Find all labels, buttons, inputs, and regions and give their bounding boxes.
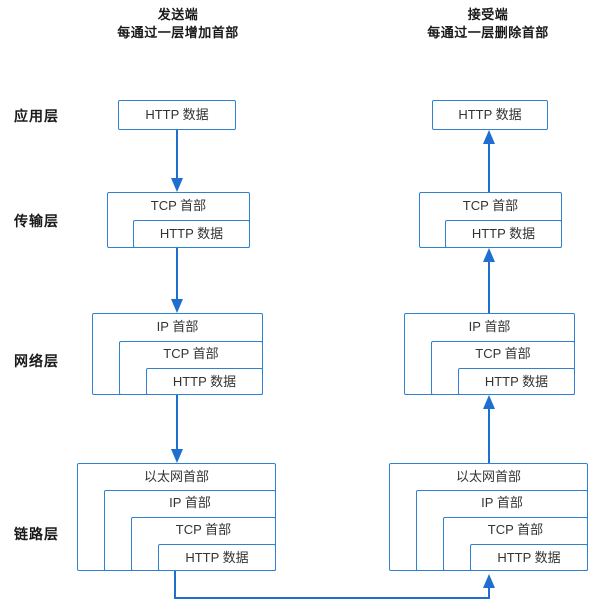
box-label: TCP 首部 xyxy=(475,346,531,361)
box-label: HTTP 数据 xyxy=(484,373,549,389)
receiver-header-line2: 每通过一层删除首部 xyxy=(427,25,549,40)
sender-column-header: 发送端 每通过一层增加首部 xyxy=(78,6,278,42)
box-label: HTTP 数据 xyxy=(497,549,561,565)
row-label-network: 网络层 xyxy=(14,353,59,369)
row-label-transport: 传输层 xyxy=(14,213,59,229)
box-label: IP 首部 xyxy=(468,319,511,334)
row-label-application: 应用层 xyxy=(14,108,59,124)
box-label: IP 首部 xyxy=(481,495,523,510)
box-label: TCP 首部 xyxy=(487,522,544,537)
box-label: HTTP 数据 xyxy=(159,226,224,241)
arrow-receiver-transport-to-application xyxy=(483,130,495,192)
box-label: TCP 首部 xyxy=(462,198,519,213)
receiver-application-http-data: HTTP 数据 xyxy=(432,100,548,130)
sender-network-http-data: HTTP 数据 xyxy=(146,368,263,395)
arrow-sender-link-to-receiver-link xyxy=(174,571,495,599)
arrow-sender-network-to-link xyxy=(171,395,183,463)
box-label: TCP 首部 xyxy=(163,346,219,361)
box-label: 以太网首部 xyxy=(143,469,209,484)
sender-header-line1: 发送端 xyxy=(157,7,199,22)
receiver-header-line1: 接受端 xyxy=(467,7,509,22)
box-label: HTTP 数据 xyxy=(145,107,209,122)
box-label: IP 首部 xyxy=(169,495,211,510)
receiver-transport-http-data: HTTP 数据 xyxy=(445,220,562,248)
sender-link-http-data: HTTP 数据 xyxy=(158,544,276,571)
box-label: TCP 首部 xyxy=(150,198,207,213)
row-label-link: 链路层 xyxy=(14,526,59,542)
box-label: TCP 首部 xyxy=(175,522,232,537)
receiver-column-header: 接受端 每通过一层删除首部 xyxy=(388,6,588,42)
sender-header-line2: 每通过一层增加首部 xyxy=(117,25,239,40)
box-label: 以太网首部 xyxy=(455,469,521,484)
arrow-receiver-network-to-transport xyxy=(483,248,495,313)
box-label: IP 首部 xyxy=(156,319,199,334)
arrow-sender-transport-to-network xyxy=(171,248,183,313)
arrow-sender-app-to-transport xyxy=(171,130,183,192)
box-label: HTTP 数据 xyxy=(172,373,237,389)
box-label: HTTP 数据 xyxy=(185,549,249,565)
sender-application-http-data: HTTP 数据 xyxy=(118,100,236,130)
box-label: HTTP 数据 xyxy=(458,107,522,122)
box-label: HTTP 数据 xyxy=(471,226,536,241)
receiver-network-http-data: HTTP 数据 xyxy=(458,368,575,395)
sender-transport-http-data: HTTP 数据 xyxy=(133,220,250,248)
arrow-receiver-link-to-network xyxy=(483,395,495,463)
receiver-link-http-data: HTTP 数据 xyxy=(470,544,588,571)
